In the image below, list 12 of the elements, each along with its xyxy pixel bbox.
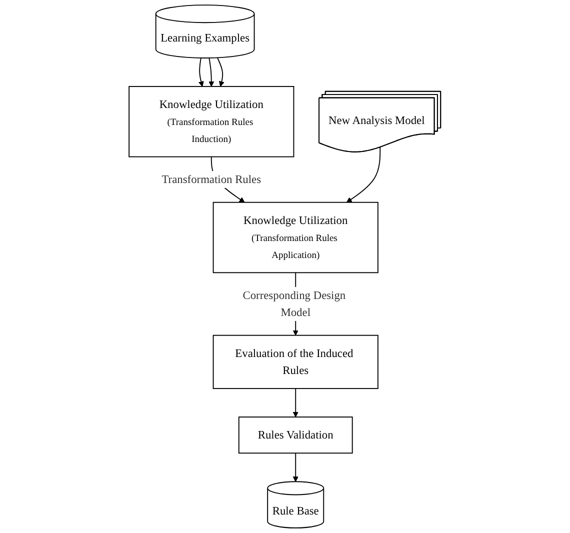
edge-label: Corresponding Design Model (242, 288, 346, 319)
arrow (346, 146, 381, 203)
node-box: Rules Validation (238, 416, 353, 454)
arrow (292, 452, 299, 482)
node-box: Knowledge Utilization (Transformation Rules Induction) (128, 86, 294, 158)
arrow (292, 388, 299, 418)
edge-label: Transformation Rules (162, 172, 262, 186)
arrow (208, 58, 214, 87)
arrow (198, 58, 204, 87)
arrow (217, 57, 225, 87)
node-box: Knowledge Utilization (Transformation Rules Application) (212, 202, 379, 274)
node-box: Evaluation of the Induced Rules (212, 334, 379, 390)
